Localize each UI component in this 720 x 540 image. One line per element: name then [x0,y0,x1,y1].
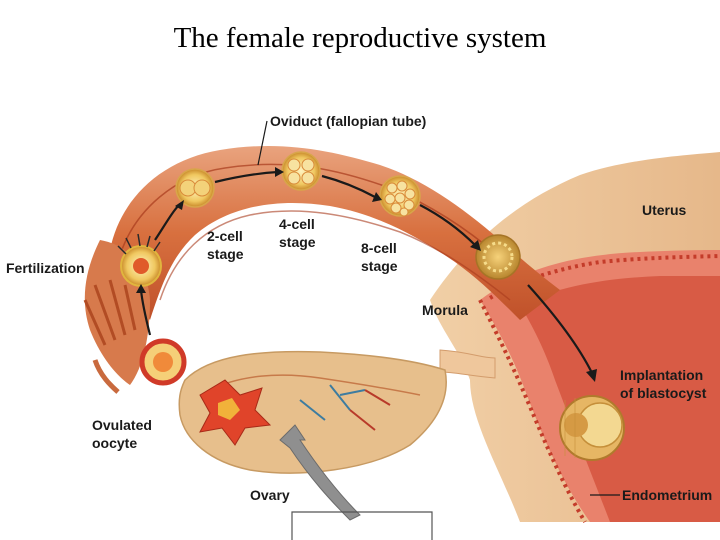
label-four-cell: 4-cell [279,216,315,232]
label-morula: Morula [422,302,468,318]
label-endometrium: Endometrium [622,487,712,503]
blastocyst [560,396,624,460]
label-four-cell-stage: stage [279,234,316,250]
label-implantation: Implantation [620,367,703,383]
ovulated-oocyte [142,341,184,383]
label-eight-cell: 8-cell [361,240,397,256]
ovary [179,352,446,473]
label-uterus: Uterus [642,202,687,218]
label-fertilization: Fertilization [6,260,85,276]
label-two-cell: 2-cell [207,228,243,244]
eight-cell-embryo [380,176,420,216]
label-two-cell-stage: stage [207,246,244,262]
label-ovulated-oocyte: oocyte [92,435,137,451]
label-oviduct: Oviduct (fallopian tube) [270,113,426,129]
label-ovulated: Ovulated [92,417,152,433]
label-ovary: Ovary [250,487,290,503]
label-eight-cell-stage: stage [361,258,398,274]
four-cell-embryo [282,152,320,190]
label-implantation-line2: of blastocyst [620,385,707,401]
two-cell-embryo [176,169,214,207]
morula [476,235,520,279]
